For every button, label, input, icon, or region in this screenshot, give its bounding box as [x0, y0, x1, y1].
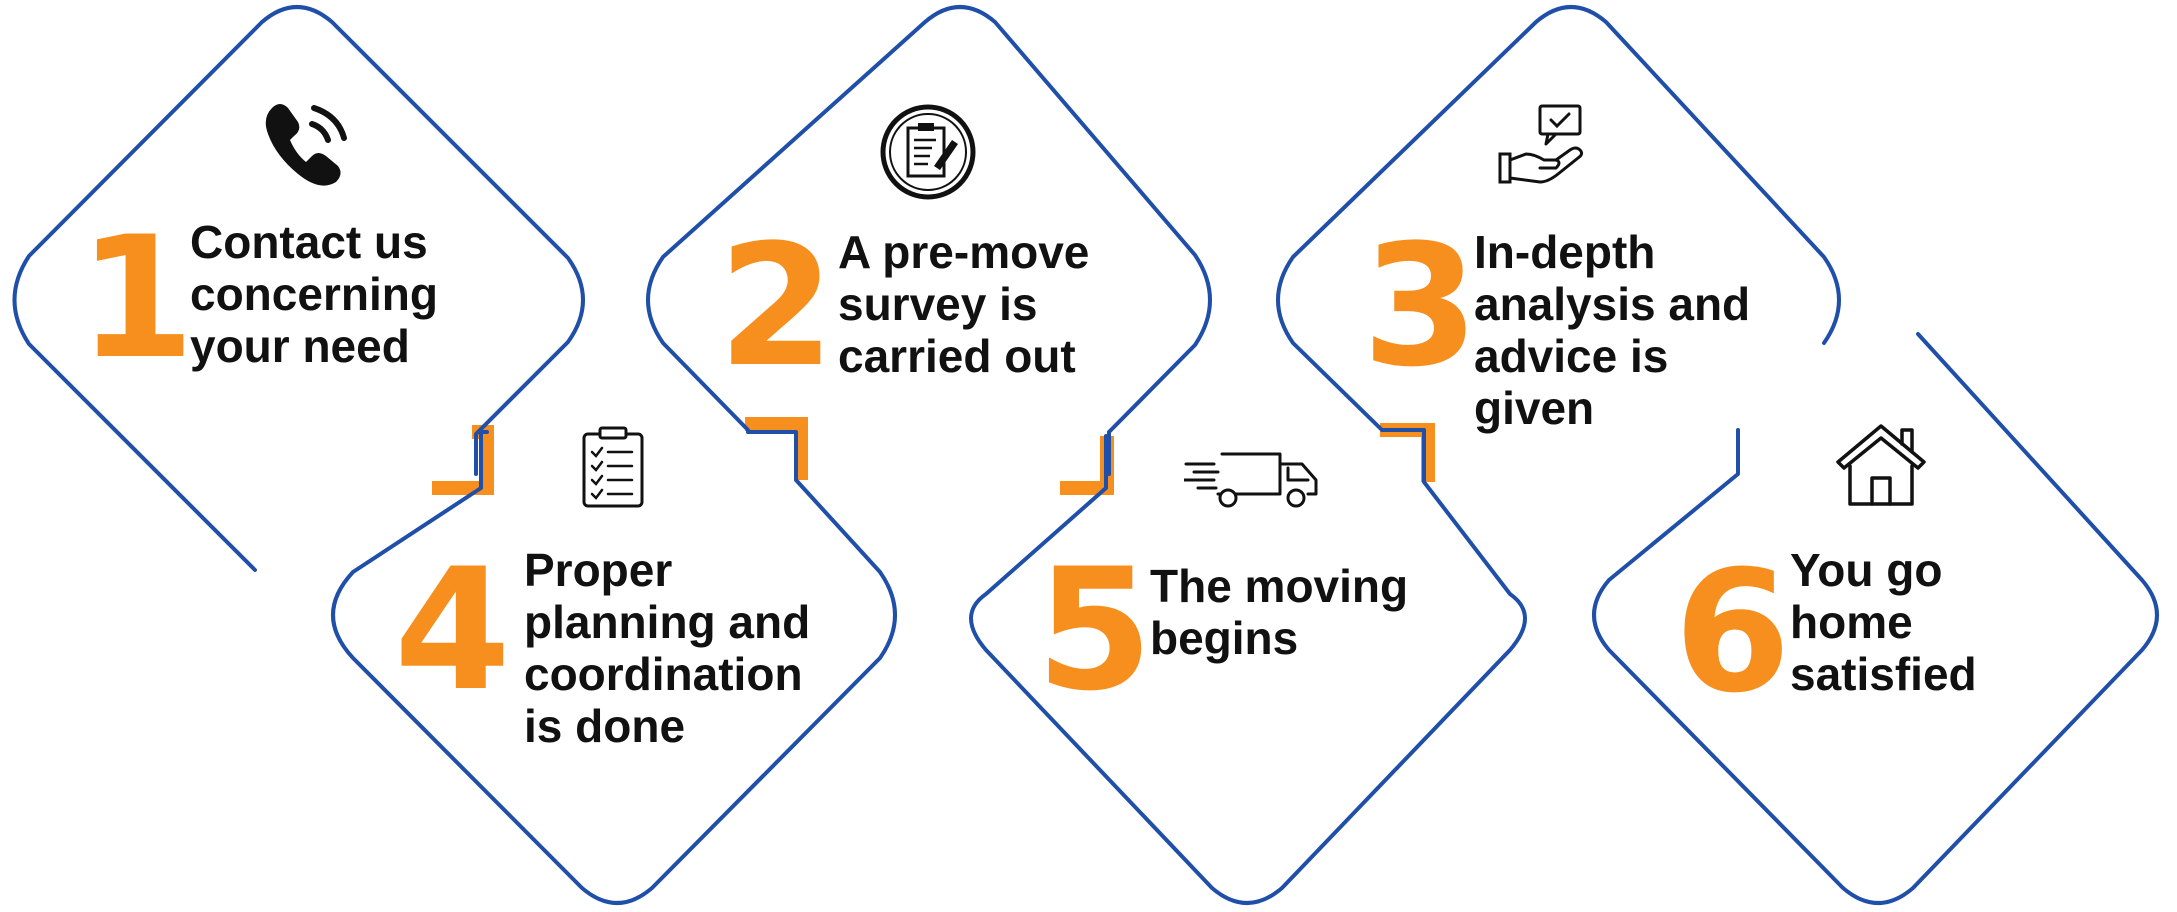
step-2-line: survey is: [838, 278, 1038, 330]
diamond-1-outline: [12, 5, 585, 572]
step-1-line: Contact us: [190, 216, 428, 268]
step-3-line: In-depth: [1474, 226, 1656, 278]
home-icon: [1834, 422, 1928, 513]
accent-2-4: [745, 417, 808, 480]
step-1-line: concerning: [190, 268, 438, 320]
checklist-icon: [580, 424, 646, 515]
accent-1-4: [432, 425, 494, 495]
advice-hand-icon: [1496, 102, 1588, 195]
step-4-line: coordination: [524, 648, 803, 700]
step-number-2: 2: [718, 208, 835, 404]
step-text-2: A pre-move survey is carried out: [838, 226, 1089, 382]
diamond-6-outline: [1592, 332, 2159, 905]
phone-icon: [258, 96, 350, 193]
step-text-4: Proper planning and coordination is done: [524, 544, 810, 752]
step-number-6: 6: [1674, 534, 1791, 730]
step-text-5: The moving begins: [1150, 560, 1408, 664]
blue-outlines: [12, 5, 2159, 905]
survey-clipboard-icon: [880, 104, 976, 205]
accent-3-5: [1380, 423, 1435, 482]
step-text-3: In-depth analysis and advice is given: [1474, 226, 1750, 434]
step-5-line: begins: [1150, 612, 1299, 664]
moving-truck-icon: [1182, 450, 1326, 515]
step-3-line: advice is: [1474, 330, 1669, 382]
step-number-4: 4: [394, 532, 511, 728]
diamond-5-outline: [969, 428, 1527, 905]
step-1-line: your need: [190, 320, 410, 372]
step-number-1: 1: [78, 200, 195, 396]
diamond-2-outline: [646, 5, 1212, 476]
step-4-line: planning and: [524, 596, 811, 648]
step-6-line: satisfied: [1790, 648, 1977, 700]
step-number-3: 3: [1362, 208, 1479, 404]
step-number-5: 5: [1036, 532, 1153, 728]
diamond-4-outline: [331, 430, 897, 905]
step-6-line: You go: [1790, 544, 1943, 596]
step-2-line: carried out: [838, 330, 1076, 382]
accent-2-5: [1060, 436, 1114, 495]
step-3-line: analysis and: [1474, 278, 1751, 330]
step-6-line: home: [1790, 596, 1913, 648]
step-3-line: given: [1474, 382, 1595, 434]
step-4-line: is done: [524, 700, 686, 752]
step-4-line: Proper: [524, 544, 673, 596]
step-text-1: Contact us concerning your need: [190, 216, 438, 372]
step-2-line: A pre-move: [838, 226, 1090, 278]
step-5-line: The moving: [1150, 560, 1409, 612]
step-text-6: You go home satisfied: [1790, 544, 1977, 700]
diamond-3-outline: [1276, 5, 1841, 432]
